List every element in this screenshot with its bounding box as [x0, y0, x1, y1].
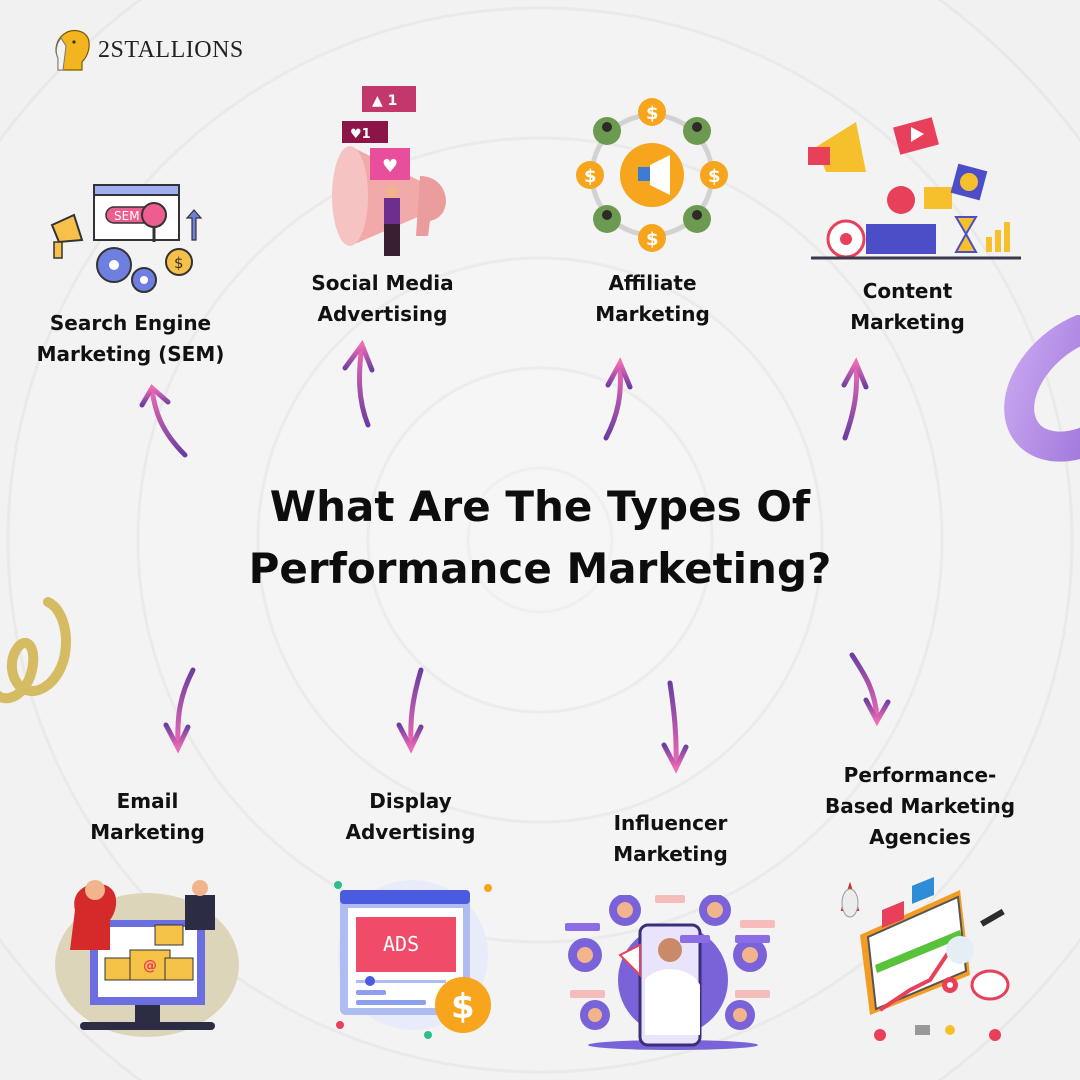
- email-marketing-illustration: @: [50, 870, 245, 1045]
- affiliate-network-illustration: $ $ $ $: [570, 95, 735, 255]
- arrow-up-social: [342, 339, 375, 428]
- svg-text:$: $: [584, 166, 597, 187]
- label-display: Display Advertising: [345, 789, 476, 844]
- svg-text:♥: ♥: [382, 156, 398, 177]
- brand-name: 2STALLIONS: [98, 36, 244, 63]
- brand-logo[interactable]: 2STALLIONS: [52, 28, 244, 72]
- label-email: Email Marketing: [90, 789, 205, 844]
- svg-text:@: @: [143, 958, 157, 974]
- page-title: What Are The Types Of Performance Market…: [248, 482, 832, 593]
- label-social-media: Social Media Advertising: [311, 271, 454, 326]
- arrow-up-content: [841, 357, 869, 441]
- purple-torus-decoration: [995, 315, 1080, 465]
- label-influencer: Influencer Marketing: [613, 811, 728, 866]
- svg-text:SEM: SEM: [114, 209, 140, 223]
- svg-text:▲ 1: ▲ 1: [372, 93, 397, 109]
- social-media-illustration: ▲ 1 ♥1 ♥: [310, 86, 460, 261]
- influencer-illustration: [565, 895, 780, 1050]
- arrow-down-email: [163, 667, 196, 754]
- svg-text:$: $: [708, 166, 721, 187]
- arrow-down-display: [396, 667, 424, 754]
- label-content: Content Marketing: [850, 279, 965, 334]
- svg-text:♥1: ♥1: [350, 127, 371, 142]
- horse-head-icon: [55, 29, 90, 71]
- label-sem: Search Engine Marketing (SEM): [36, 311, 225, 366]
- label-agencies: Performance- Based Marketing Agencies: [824, 763, 1016, 849]
- svg-text:$: $: [451, 987, 475, 1027]
- content-marketing-illustration: [806, 112, 1021, 262]
- sem-illustration: SEM $: [44, 180, 204, 300]
- agency-dashboard-illustration: [820, 875, 1030, 1050]
- arrow-up-affiliate: [603, 357, 633, 441]
- svg-text:$: $: [646, 103, 659, 124]
- display-ads-illustration: ADS $: [328, 875, 498, 1040]
- svg-text:$: $: [174, 254, 184, 272]
- svg-text:ADS: ADS: [383, 932, 419, 956]
- arrow-up-sem: [139, 384, 188, 458]
- label-affiliate: Affiliate Marketing: [595, 271, 710, 326]
- svg-text:$: $: [646, 229, 659, 250]
- arrow-down-agencies: [849, 652, 891, 727]
- gold-spiral-decoration: [0, 592, 80, 712]
- arrow-down-influencer: [661, 680, 689, 774]
